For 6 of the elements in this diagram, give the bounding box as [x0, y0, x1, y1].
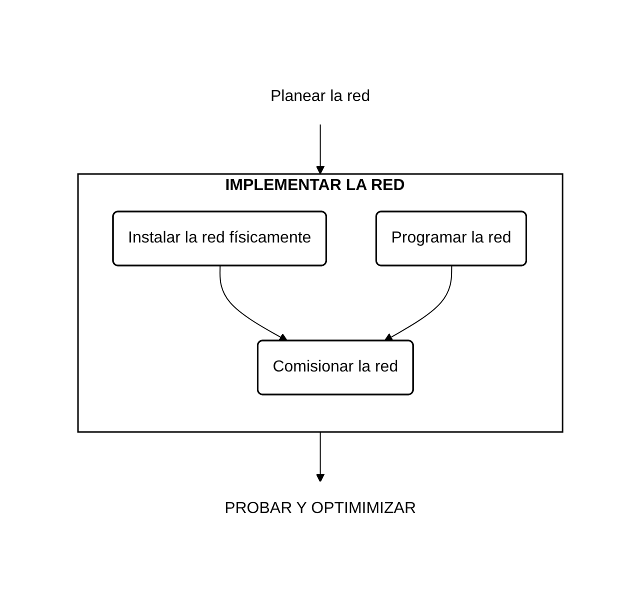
node-text: Planear la red [270, 88, 370, 104]
arrow [220, 265, 288, 341]
arrow [316, 123, 325, 174]
arrow [316, 431, 325, 482]
node-text: PROBAR Y OPTIMIMIZAR [224, 499, 416, 516]
arrow [384, 265, 452, 341]
